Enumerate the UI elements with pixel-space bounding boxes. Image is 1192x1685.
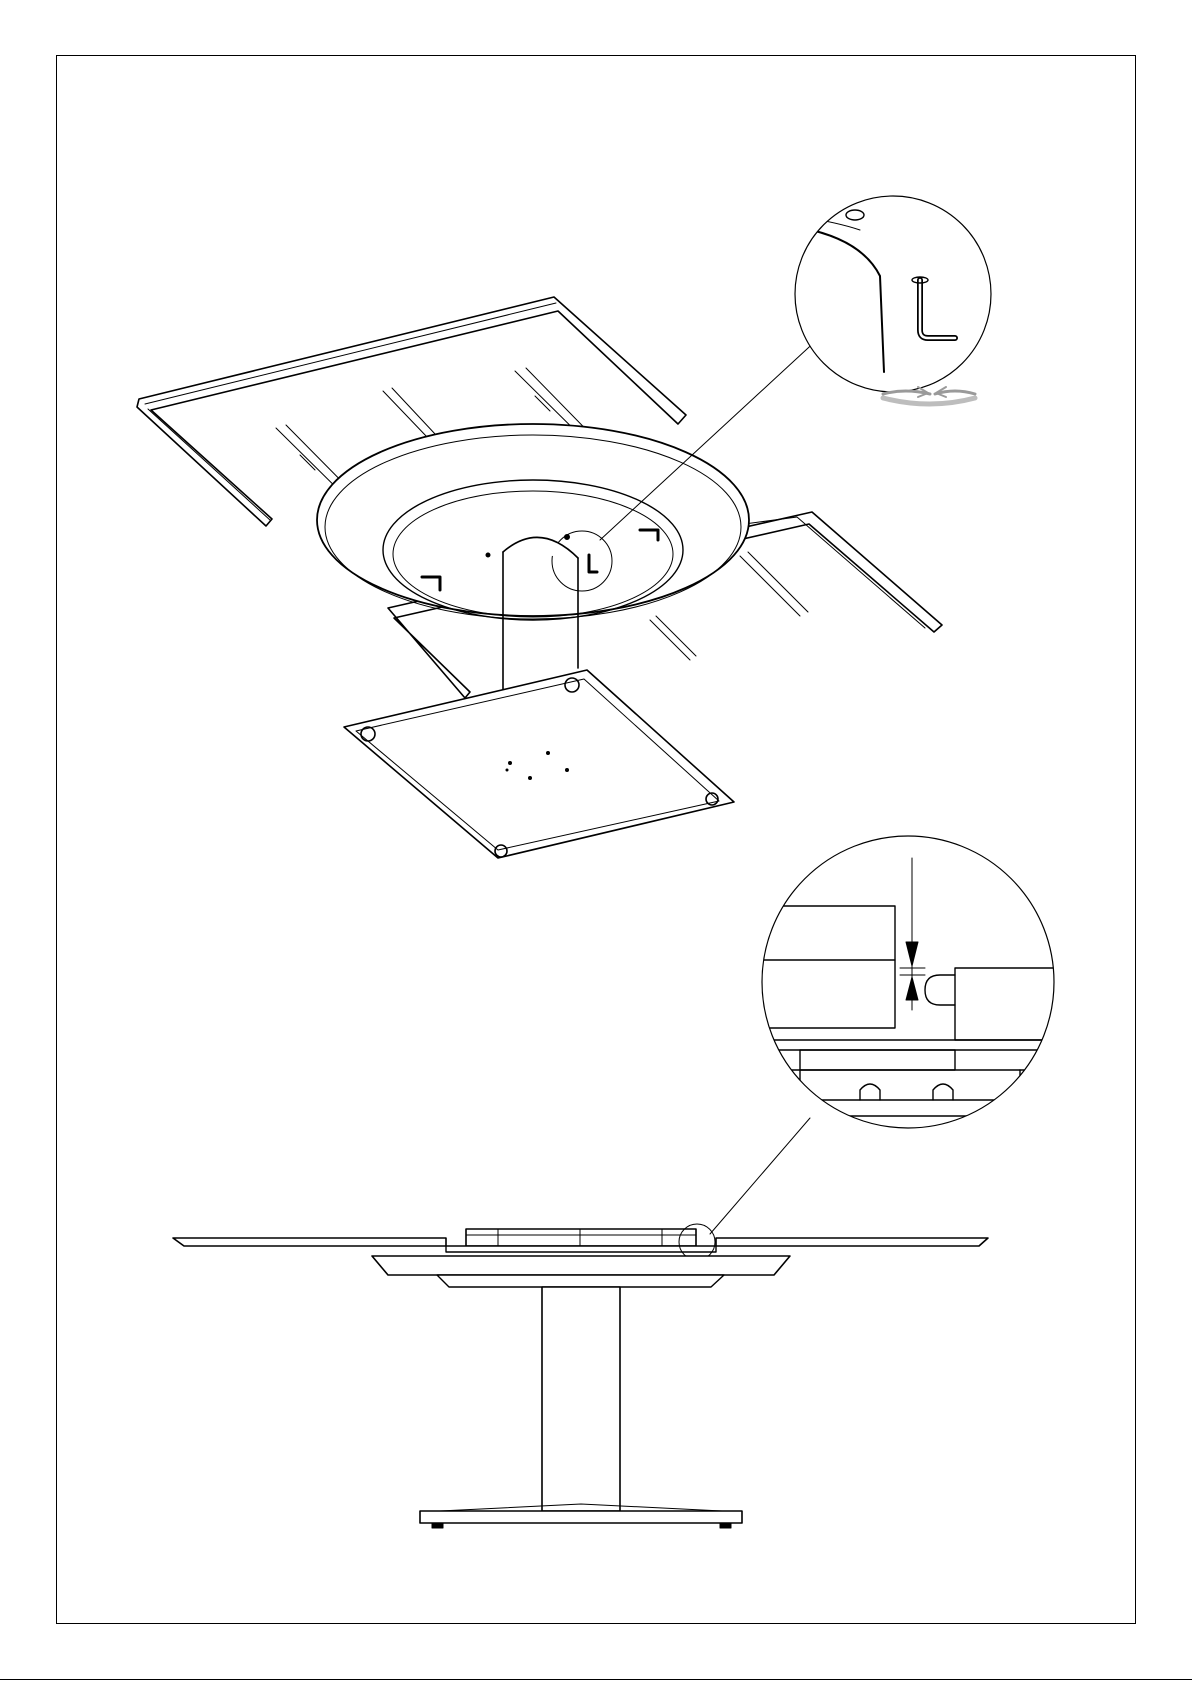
leaf-alignment-detail: [710, 836, 1060, 1234]
round-tabletop: [317, 424, 749, 620]
hex-key-detail: [780, 196, 991, 404]
left-leaf-side: [173, 1238, 446, 1246]
detail-leader-bottom: [710, 1118, 810, 1234]
right-leaf-side: [716, 1238, 988, 1246]
footer-rule: [0, 1679, 1192, 1680]
square-base-plate: [344, 670, 734, 858]
table-side-elevation: [173, 1224, 988, 1528]
extension-table-underside: [137, 297, 942, 858]
